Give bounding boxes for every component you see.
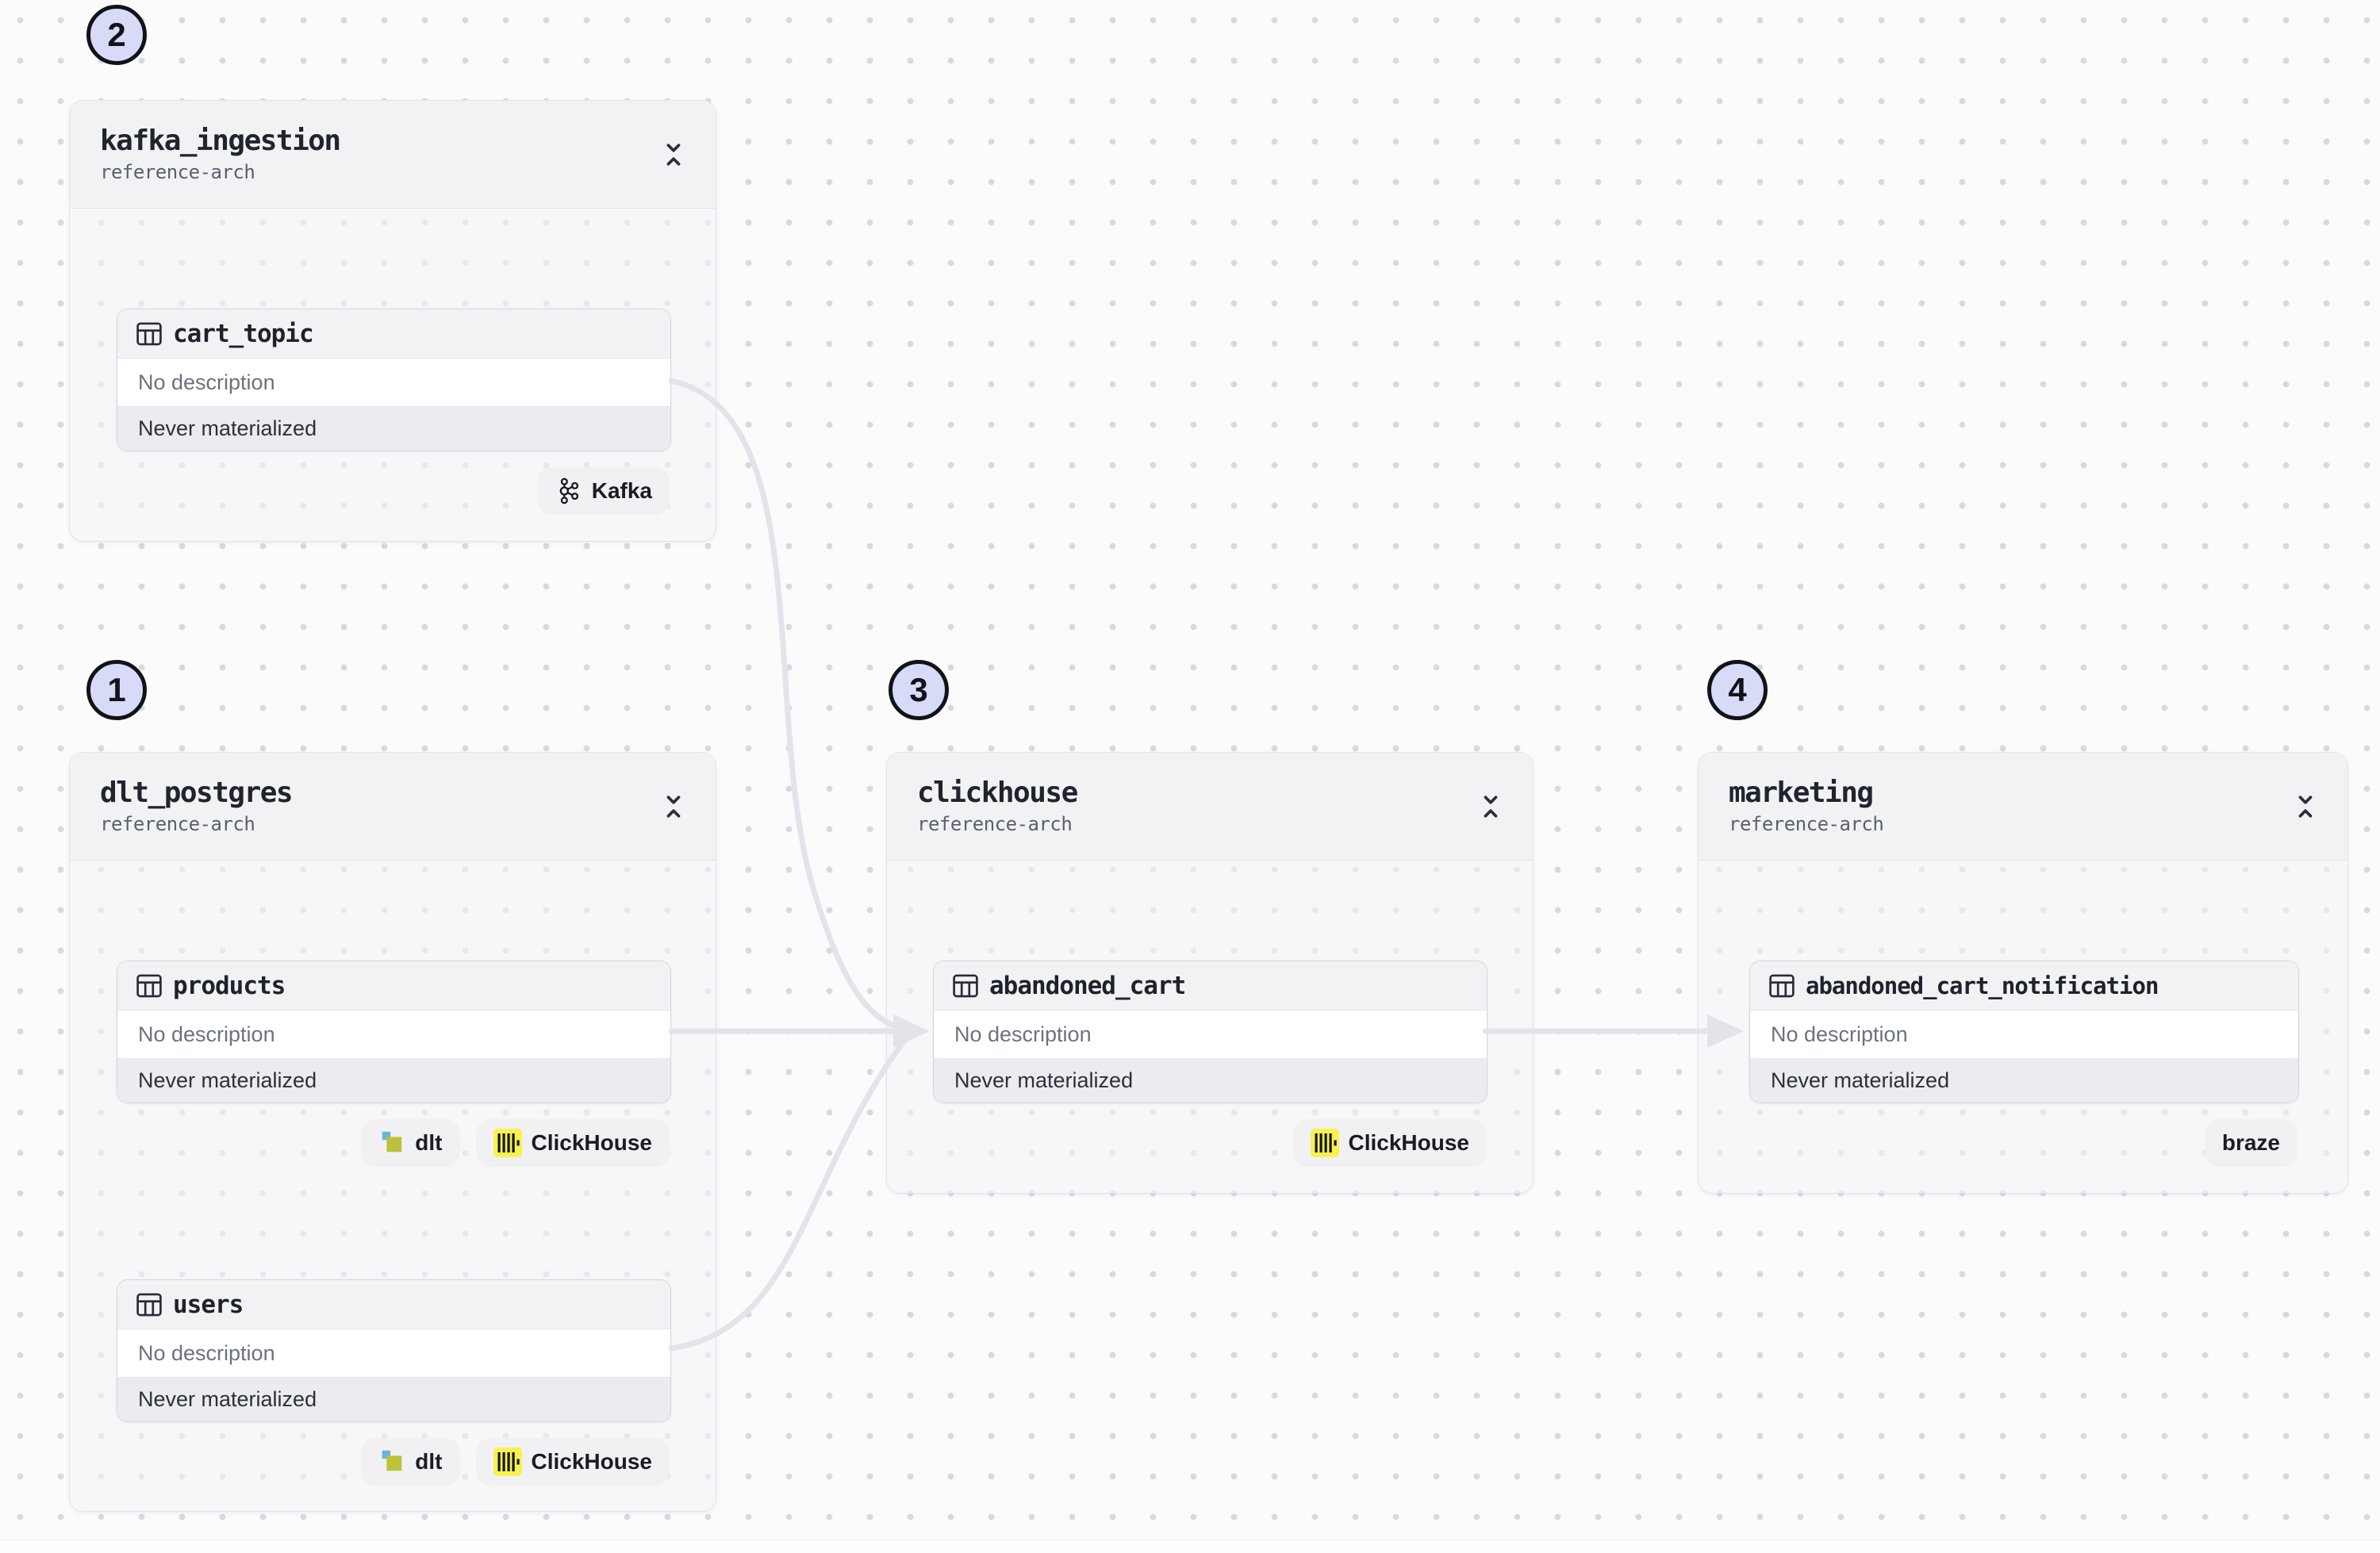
tag-label: ClickHouse bbox=[1348, 1130, 1470, 1155]
asset-name: abandoned_cart_notification bbox=[1806, 972, 2159, 999]
asset-node-cart-topic[interactable]: cart_topic No description Never material… bbox=[117, 309, 671, 451]
asset-name: cart_topic bbox=[173, 319, 314, 348]
asset-status: Never materialized bbox=[1750, 1058, 2298, 1102]
group-titles: kafka_ingestion reference-arch bbox=[100, 124, 341, 184]
group-header[interactable]: clickhouse reference-arch bbox=[887, 753, 1533, 861]
asset-group-marketing: marketing reference-arch abandoned_cart_… bbox=[1698, 752, 2348, 1194]
tag-row: braze bbox=[2204, 1119, 2297, 1167]
kafka-icon bbox=[559, 477, 578, 504]
asset-node-header: users bbox=[117, 1280, 670, 1329]
group-title: clickhouse bbox=[917, 776, 1078, 809]
asset-node-header: products bbox=[117, 961, 670, 1010]
group-titles: clickhouse reference-arch bbox=[917, 776, 1078, 836]
tag-row: dlt ClickHouse bbox=[361, 1119, 670, 1167]
step-badge-4: 4 bbox=[1707, 660, 1768, 720]
dlt-icon bbox=[382, 1131, 402, 1152]
group-header[interactable]: dlt_postgres reference-arch bbox=[70, 753, 716, 861]
tag-dlt[interactable]: dlt bbox=[361, 1438, 460, 1486]
tag-label: ClickHouse bbox=[531, 1130, 653, 1155]
collapse-group-button[interactable] bbox=[658, 136, 689, 173]
asset-description: No description bbox=[117, 359, 670, 406]
dlt-icon bbox=[382, 1450, 402, 1471]
table-icon bbox=[953, 974, 978, 997]
asset-status: Never materialized bbox=[117, 1058, 670, 1102]
group-title: kafka_ingestion bbox=[100, 124, 341, 157]
step-badge-2: 2 bbox=[86, 5, 147, 65]
tag-clickhouse[interactable]: ClickHouse bbox=[475, 1119, 670, 1167]
collapse-icon bbox=[1484, 795, 1498, 818]
tag-clickhouse[interactable]: ClickHouse bbox=[475, 1438, 670, 1486]
step-badge-1: 1 bbox=[86, 660, 147, 720]
asset-name: abandoned_cart bbox=[989, 971, 1186, 1000]
group-title: marketing bbox=[1729, 776, 1874, 809]
clickhouse-icon bbox=[493, 1448, 522, 1476]
table-icon bbox=[1769, 974, 1795, 997]
collapse-icon bbox=[2298, 795, 2313, 818]
tag-braze[interactable]: braze bbox=[2204, 1119, 2297, 1167]
asset-description: No description bbox=[1750, 1010, 2298, 1058]
asset-status: Never materialized bbox=[117, 1377, 670, 1421]
collapse-group-button[interactable] bbox=[2290, 788, 2320, 825]
group-header[interactable]: kafka_ingestion reference-arch bbox=[70, 101, 716, 209]
asset-description: No description bbox=[934, 1010, 1487, 1058]
asset-group-clickhouse: clickhouse reference-arch abandoned_cart bbox=[886, 752, 1534, 1194]
tag-label: dlt bbox=[415, 1449, 443, 1474]
tag-kafka[interactable]: Kafka bbox=[537, 467, 670, 515]
group-titles: dlt_postgres reference-arch bbox=[100, 776, 294, 836]
group-subtitle: reference-arch bbox=[100, 161, 255, 184]
asset-node-header: cart_topic bbox=[117, 309, 670, 359]
collapse-group-button[interactable] bbox=[1476, 788, 1506, 825]
step-badge-3: 3 bbox=[889, 660, 949, 720]
asset-node-header: abandoned_cart_notification bbox=[1750, 961, 2298, 1010]
clickhouse-icon bbox=[1310, 1129, 1339, 1157]
asset-group-dlt-postgres: dlt_postgres reference-arch products bbox=[69, 752, 716, 1512]
collapse-group-button[interactable] bbox=[658, 788, 689, 825]
asset-status: Never materialized bbox=[934, 1058, 1487, 1102]
tag-label: Kafka bbox=[591, 478, 652, 503]
asset-node-abandoned-cart-notification[interactable]: abandoned_cart_notification No descripti… bbox=[1749, 961, 2299, 1103]
asset-description: No description bbox=[117, 1329, 670, 1377]
asset-node-products[interactable]: products No description Never materializ… bbox=[117, 961, 671, 1103]
group-subtitle: reference-arch bbox=[100, 813, 255, 836]
group-subtitle: reference-arch bbox=[1729, 813, 1884, 836]
table-icon bbox=[136, 974, 162, 997]
asset-group-kafka-ingestion: kafka_ingestion reference-arch cart_topi… bbox=[69, 100, 716, 542]
table-icon bbox=[136, 322, 162, 345]
tag-row: ClickHouse bbox=[1292, 1119, 1487, 1167]
collapse-icon bbox=[666, 143, 681, 166]
tag-row: Kafka bbox=[537, 467, 670, 515]
asset-name: users bbox=[173, 1290, 244, 1319]
group-header[interactable]: marketing reference-arch bbox=[1699, 753, 2347, 861]
tag-label: dlt bbox=[415, 1130, 443, 1155]
group-subtitle: reference-arch bbox=[917, 813, 1073, 836]
canvas-footer-strip bbox=[0, 1540, 2380, 1553]
tag-label: braze bbox=[2221, 1130, 2280, 1155]
group-titles: marketing reference-arch bbox=[1729, 776, 1884, 836]
tag-dlt[interactable]: dlt bbox=[361, 1119, 460, 1167]
asset-status: Never materialized bbox=[117, 406, 670, 451]
asset-node-header: abandoned_cart bbox=[934, 961, 1487, 1010]
clickhouse-icon bbox=[493, 1129, 522, 1157]
asset-node-users[interactable]: users No description Never materialized bbox=[117, 1279, 671, 1422]
collapse-icon bbox=[666, 795, 681, 818]
table-icon bbox=[136, 1293, 162, 1316]
tag-row: dlt ClickHouse bbox=[361, 1438, 670, 1486]
asset-description: No description bbox=[117, 1010, 670, 1058]
group-title: dlt_postgres bbox=[100, 776, 294, 809]
asset-node-abandoned-cart[interactable]: abandoned_cart No description Never mate… bbox=[933, 961, 1488, 1103]
tag-label: ClickHouse bbox=[531, 1449, 653, 1474]
tag-clickhouse[interactable]: ClickHouse bbox=[1292, 1119, 1487, 1167]
asset-name: products bbox=[173, 971, 286, 1000]
